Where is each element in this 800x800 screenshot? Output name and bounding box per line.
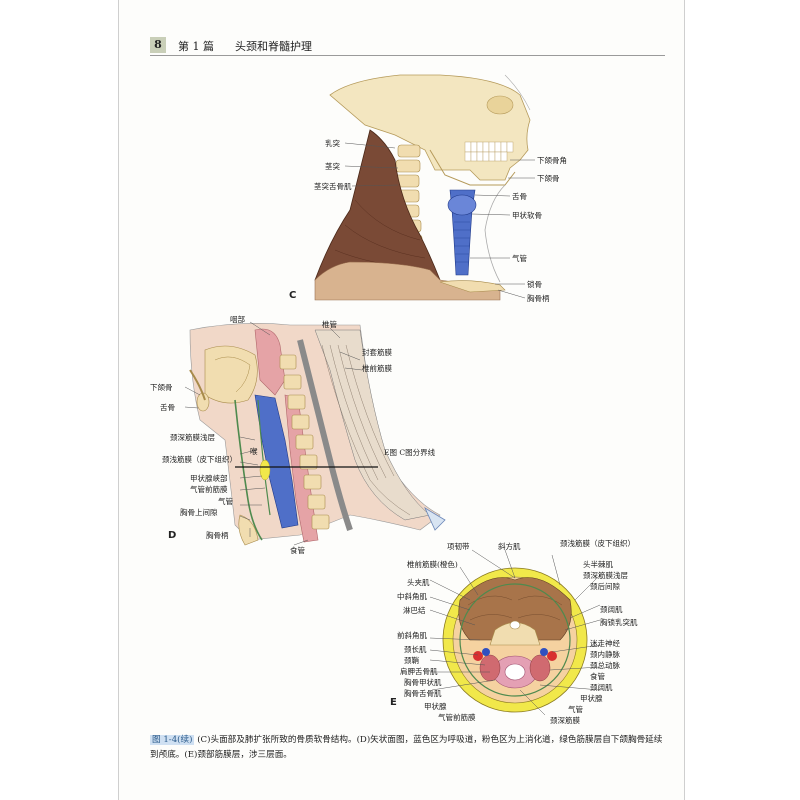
label-e-sternohyoid: 胸骨舌骨肌 [404, 689, 442, 698]
label-d-pretracheal-fascia: 气管前筋膜 [190, 485, 228, 494]
label-e-pretracheal-fascia: 气管前筋膜 [438, 713, 476, 722]
label-e-omohyoid: 肩胛舌骨肌 [400, 667, 438, 676]
label-e-nuchal-ligament: 项韧带 [447, 542, 470, 551]
label-e-esophagus: 食管 [590, 672, 605, 681]
label-d-spine: 椎管 [322, 320, 337, 329]
figure-caption-tag: 图 1-4(续) [150, 735, 195, 745]
label-d-section-line: E图 C图分界线 [384, 448, 436, 457]
panel-e-figure [429, 549, 601, 716]
page-number: 8 [150, 37, 166, 53]
label-e-platysma-lower: 颈阔肌 [590, 683, 613, 692]
label-e-splenius: 头夹肌 [407, 578, 430, 587]
label-e-lymph-node: 淋巴结 [403, 606, 426, 615]
panel-c-label: C [289, 290, 297, 301]
label-e-semispinalis: 头半棘肌 [583, 560, 613, 569]
label-e-longus-colli: 颈长肌 [404, 645, 427, 654]
panel-d-figure [184, 321, 446, 546]
label-d-thyroid-isthmus: 甲状腺峡部 [190, 474, 228, 483]
label-e-posterior-triangle: 颈后间隙 [590, 582, 620, 591]
label-d-trachea: 气管 [218, 497, 233, 506]
label-e-trachea: 气管 [568, 705, 583, 714]
label-d-pharynx: 咽部 [230, 315, 245, 324]
label-c-lower-jaw: 下颌骨 [537, 174, 560, 183]
label-d-investing-fascia: 封套筋膜 [362, 348, 392, 357]
label-d-hyoid: 舌骨 [160, 403, 175, 412]
label-e-middle-scalene: 中斜角肌 [397, 592, 427, 601]
label-d-cervical-fascia: 颈浅筋膜（皮下组织） [162, 455, 237, 464]
label-c-manubrium: 胸骨柄 [527, 294, 550, 303]
label-e-deep-fascia: 颈深筋膜浅层 [583, 571, 628, 580]
label-e-thyroid-gland-lower: 甲状腺 [580, 694, 603, 703]
chapter-label: 第 1 篇 [178, 40, 214, 53]
label-c-stylohyoid: 茎突舌骨肌 [314, 182, 352, 191]
label-c-mandible-angle: 下颌骨角 [537, 156, 567, 165]
label-e-platysma: 颈阔肌 [600, 605, 623, 614]
label-e-vagus: 迷走神经 [590, 639, 620, 648]
label-e-anterior-scalene: 前斜角肌 [397, 631, 427, 640]
label-c-thyroid: 甲状软骨 [512, 211, 542, 220]
label-d-manubrium: 胸骨柄 [206, 531, 229, 540]
chapter-title: 头颈和脊髓护理 [235, 40, 312, 53]
label-d-sternal-space: 胸骨上间隙 [180, 508, 218, 517]
label-d-superficial-layer: 颈深筋膜浅层 [170, 433, 215, 442]
label-e-fascia: 颈深筋膜 [550, 716, 580, 725]
label-d-larynx: 喉 [250, 447, 258, 456]
panel-d-label: D [168, 530, 177, 541]
label-e-jugular: 颈内静脉 [590, 650, 620, 659]
label-c-hyoid: 舌骨 [512, 192, 527, 201]
figure-caption-text: (C)头面部及肺扩张所致的骨质软骨结构。(D)矢状面图，蓝色区为呼吸道，粉色区为… [150, 735, 663, 760]
label-e-carotid: 颈总动脉 [590, 661, 620, 670]
label-d-mandible: 下颌骨 [150, 383, 173, 392]
label-c-mastoid: 乳突 [325, 139, 340, 148]
label-e-carotid-sheath: 颈鞘 [404, 656, 419, 665]
label-c-clavicle: 锁骨 [527, 280, 542, 289]
page-header: 8 第 1 篇 头颈和脊髓护理 [150, 35, 665, 56]
figure-caption: 图 1-4(续) (C)头面部及肺扩张所致的骨质软骨结构。(D)矢状面图，蓝色区… [150, 733, 670, 763]
label-c-styloid: 茎突 [325, 162, 340, 171]
label-e-superficial-fascia: 颈浅筋膜（皮下组织） [560, 539, 635, 548]
label-e-thyroid-gland: 甲状腺 [424, 702, 447, 711]
header-rule [150, 55, 665, 56]
label-d-esophagus: 食管 [290, 546, 305, 555]
label-e-sternocleidomastoid: 胸锁乳突肌 [600, 618, 638, 627]
panel-c-figure [314, 74, 535, 301]
label-e-sternothyroid: 胸骨甲状肌 [404, 678, 442, 687]
label-c-trachea: 气管 [512, 254, 527, 263]
label-e-prevertebral-layer: 椎前筋膜(橙色) [407, 560, 458, 569]
panel-e-label: E [390, 697, 397, 708]
label-e-trapezius: 斜方肌 [498, 542, 521, 551]
label-d-prevertebral-fascia: 椎前筋膜 [362, 364, 392, 373]
